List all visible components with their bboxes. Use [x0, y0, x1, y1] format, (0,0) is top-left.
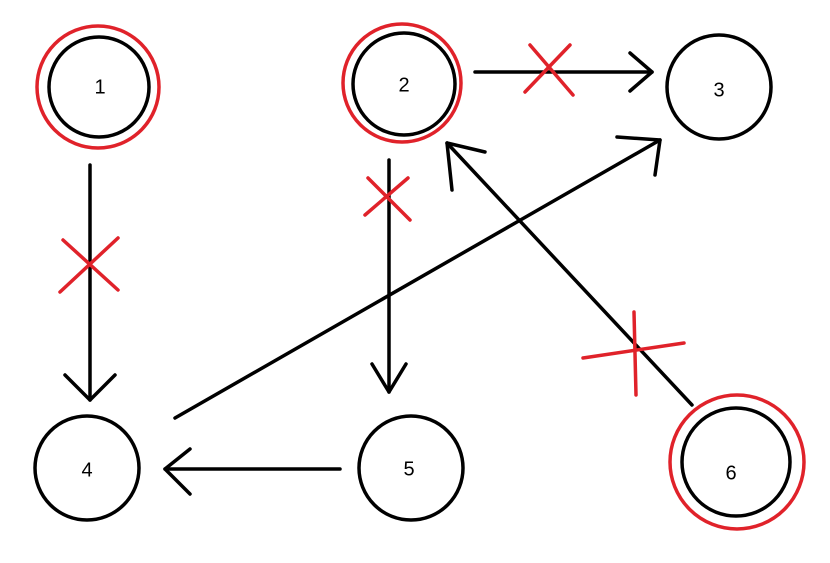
- edge-5-to-4: [163, 447, 342, 496]
- node-3-label: 3: [713, 79, 724, 101]
- node-1-highlight-ring: [35, 24, 161, 150]
- edge-6-to-2: [445, 141, 694, 407]
- node-6-label: 6: [725, 462, 736, 484]
- node-4-label: 4: [81, 459, 92, 481]
- cross-mark-edge-1-4: [58, 236, 120, 294]
- node-5[interactable]: 5: [357, 414, 465, 522]
- node-2[interactable]: 2: [341, 22, 463, 144]
- cross-mark-edge-2-3: [523, 43, 575, 97]
- node-4[interactable]: 4: [33, 414, 141, 522]
- cross-marks: [58, 43, 686, 397]
- cross-mark-edge-2-5: [363, 176, 412, 222]
- node-2-label: 2: [398, 74, 409, 96]
- node-1[interactable]: 1: [35, 24, 161, 150]
- edge-2-to-3: [473, 51, 654, 93]
- cross-mark-edge-6-2: [581, 310, 686, 397]
- node-3[interactable]: 3: [665, 33, 773, 141]
- nodes: 1 2 3 4 5 6: [33, 22, 806, 531]
- node-6[interactable]: 6: [668, 393, 806, 531]
- node-1-label: 1: [94, 76, 105, 98]
- node-6-highlight-ring: [668, 393, 806, 531]
- edge-4-to-3: [173, 135, 662, 420]
- edges: [63, 51, 694, 496]
- node-5-label: 5: [403, 458, 414, 480]
- edge-1-to-4: [63, 163, 117, 402]
- node-2-highlight-ring: [341, 22, 463, 144]
